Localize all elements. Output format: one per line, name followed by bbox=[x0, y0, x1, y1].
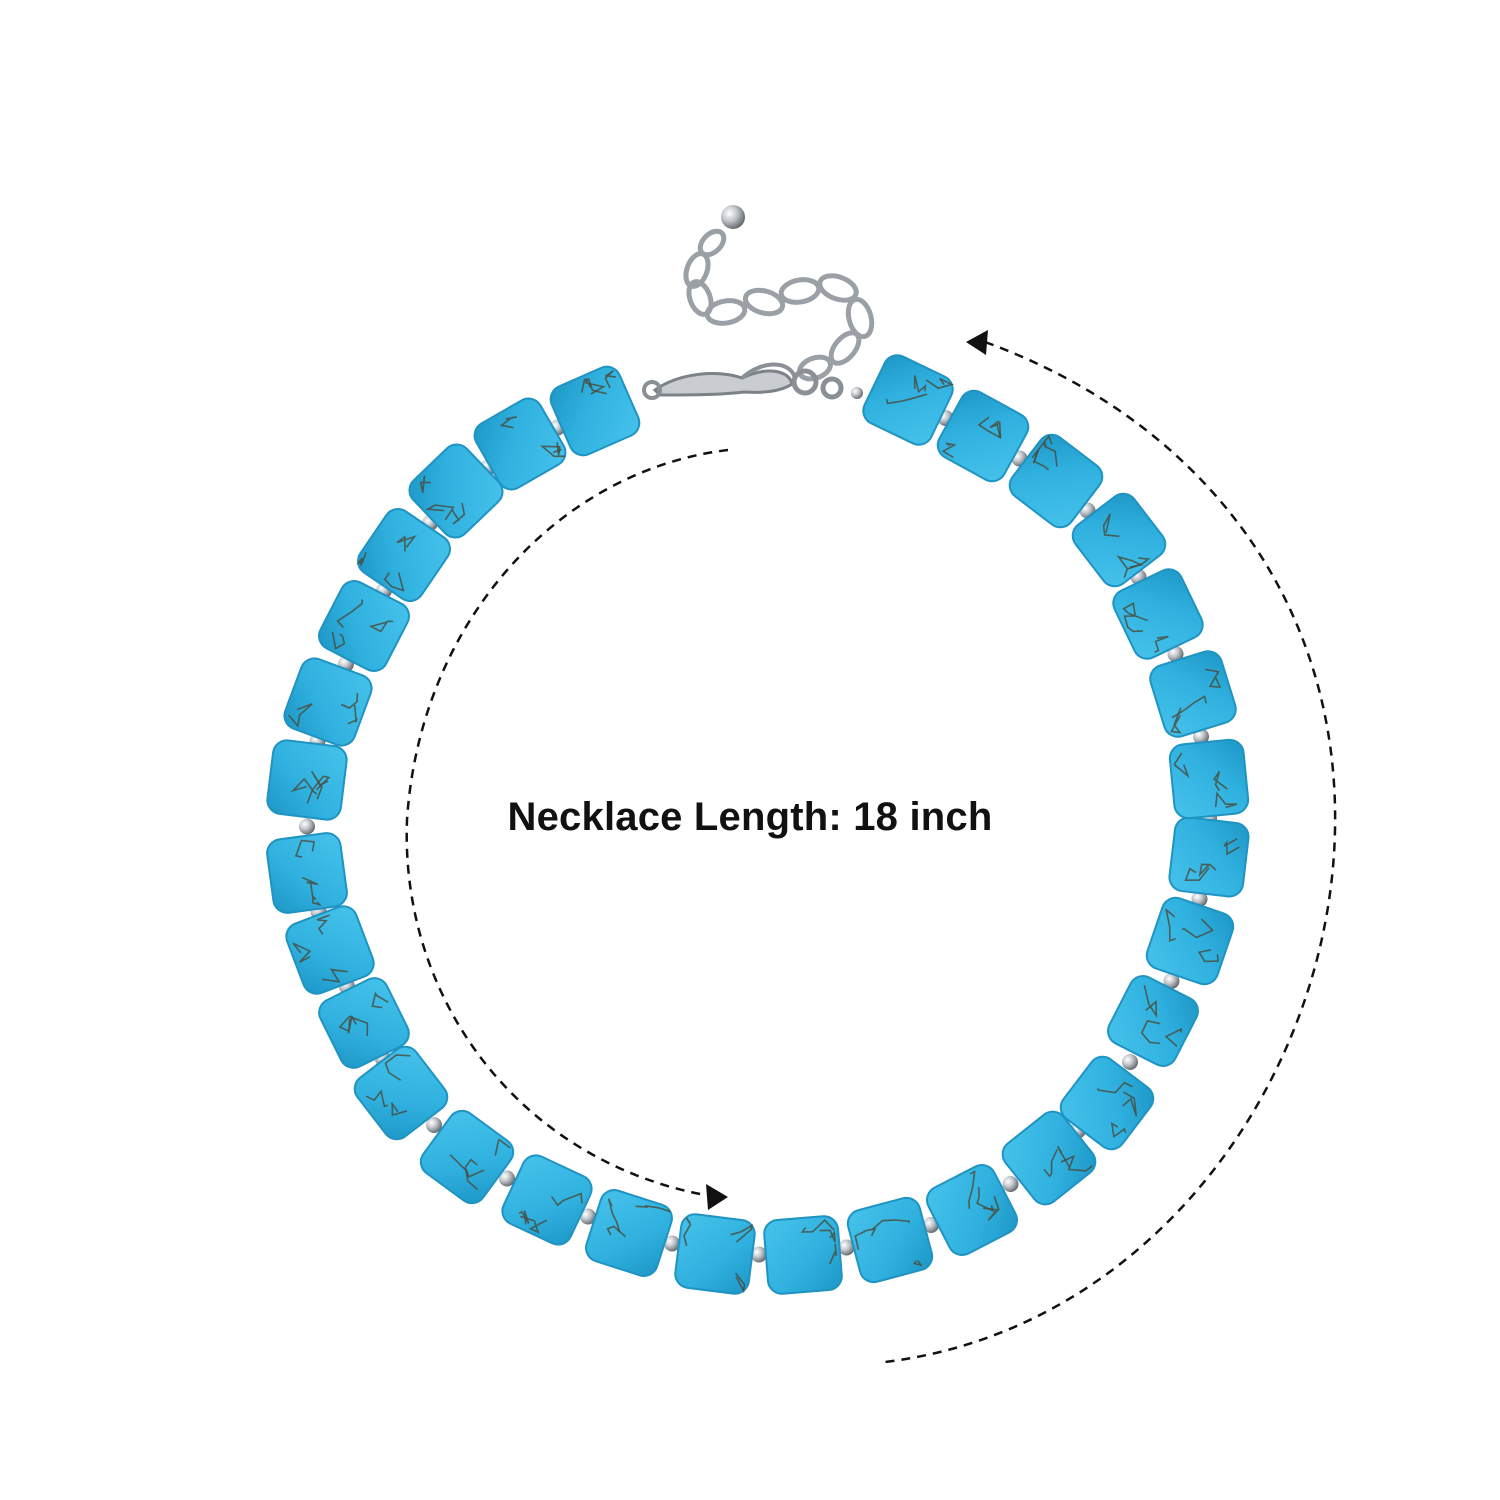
turquoise-bead bbox=[1168, 738, 1250, 820]
left-dashed-arc bbox=[405, 448, 729, 1197]
turquoise-bead bbox=[846, 1196, 934, 1284]
bead-strand bbox=[266, 354, 1250, 1295]
measurement-arrows bbox=[405, 340, 1337, 1364]
turquoise-bead bbox=[266, 832, 348, 914]
turquoise-bead bbox=[1071, 492, 1167, 588]
spacer-bead bbox=[1167, 646, 1184, 662]
spacer-bead bbox=[426, 1117, 442, 1133]
turquoise-bead bbox=[473, 397, 567, 491]
spacer-bead bbox=[299, 818, 315, 835]
turquoise-bead bbox=[1059, 1055, 1155, 1151]
extender-chain bbox=[683, 228, 875, 382]
spacer-bead bbox=[838, 1239, 855, 1256]
arrowhead-bottom-right bbox=[706, 1184, 728, 1210]
spacer-bead bbox=[499, 1170, 515, 1187]
turquoise-bead bbox=[318, 977, 410, 1069]
arrowhead-top-left bbox=[966, 330, 988, 355]
turquoise-bead bbox=[501, 1154, 593, 1246]
turquoise-bead bbox=[283, 657, 373, 747]
turquoise-bead bbox=[936, 389, 1030, 483]
turquoise-bead bbox=[419, 1109, 515, 1205]
turquoise-bead bbox=[1112, 568, 1204, 660]
turquoise-bead bbox=[763, 1215, 843, 1295]
right-dashed-arc bbox=[884, 340, 1337, 1364]
turquoise-bead bbox=[926, 1164, 1018, 1256]
turquoise-bead bbox=[862, 354, 955, 446]
turquoise-bead bbox=[549, 365, 641, 457]
spacer-bead bbox=[751, 1246, 767, 1263]
turquoise-bead bbox=[356, 508, 451, 602]
turquoise-bead bbox=[408, 443, 504, 539]
lobster-clasp bbox=[642, 362, 863, 400]
turquoise-bead bbox=[1149, 650, 1237, 738]
chain-end-ball bbox=[721, 205, 745, 229]
turquoise-bead bbox=[1145, 896, 1235, 986]
turquoise-bead bbox=[318, 580, 410, 672]
turquoise-bead bbox=[1168, 816, 1250, 898]
spacer-bead bbox=[1122, 1054, 1138, 1070]
turquoise-bead bbox=[1008, 433, 1104, 529]
turquoise-bead bbox=[285, 905, 375, 995]
turquoise-bead bbox=[266, 739, 348, 821]
spacer-bead bbox=[580, 1208, 596, 1225]
turquoise-bead bbox=[674, 1213, 756, 1295]
spacer-bead bbox=[1002, 1176, 1019, 1192]
turquoise-bead bbox=[1001, 1110, 1097, 1206]
necklace-length-caption: Necklace Length: 18 inch bbox=[507, 795, 993, 839]
turquoise-bead bbox=[585, 1189, 673, 1277]
turquoise-bead bbox=[1107, 975, 1199, 1067]
spacer-bead bbox=[1163, 973, 1180, 989]
spacer-bead bbox=[664, 1235, 680, 1252]
turquoise-bead bbox=[353, 1045, 449, 1141]
